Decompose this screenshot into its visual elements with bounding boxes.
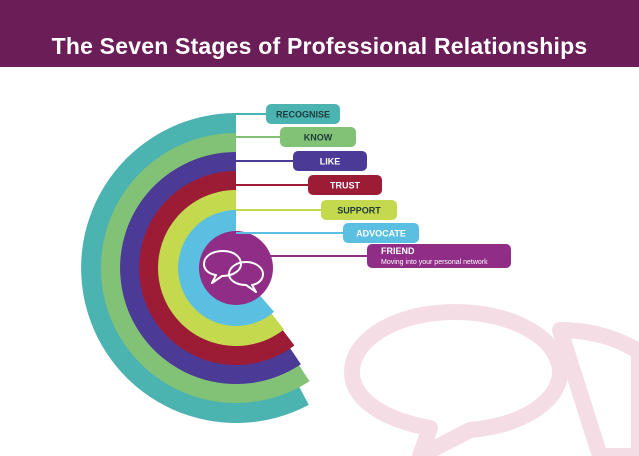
stage-name: SUPPORT [337,206,381,216]
stage-label-trust: TRUST [308,175,382,195]
header-banner: The Seven Stages of Professional Relatio… [0,0,639,67]
stage-label-friend: FRIEND Moving into your personal network [367,244,511,268]
stage-name: ADVOCATE [356,229,406,239]
stage-labels: RECOGNISE KNOW LIKE TRUST SUPPORT ADVOCATE FRI… [266,104,511,268]
stage-label-know: KNOW [280,127,356,147]
stage-label-support: SUPPORT [321,200,397,220]
stage-label-like: LIKE [293,151,367,171]
stage-name: LIKE [320,157,341,167]
stage-rings [81,113,310,423]
ring-friend [199,231,273,305]
stage-pill [293,151,367,171]
stage-pill [367,244,511,268]
stage-name: TRUST [330,181,360,191]
stage-label-recognise: RECOGNISE [266,104,340,124]
leader-lines [236,113,369,257]
stage-name: KNOW [304,133,333,143]
stage-pill [343,223,419,243]
stage-label-advocate: ADVOCATE [343,223,419,243]
stage-name: FRIEND [381,246,415,256]
stage-name: RECOGNISE [276,110,330,120]
speech-bubbles-watermark-icon [344,304,639,456]
stage-pill [308,175,382,195]
stage-sublabel: Moving into your personal network [381,259,488,266]
stage-pill [321,200,397,220]
speech-bubbles-icon [203,250,264,293]
page-title: The Seven Stages of Professional Relatio… [51,33,588,59]
stage-pill [280,127,356,147]
stage-pill [266,104,340,124]
